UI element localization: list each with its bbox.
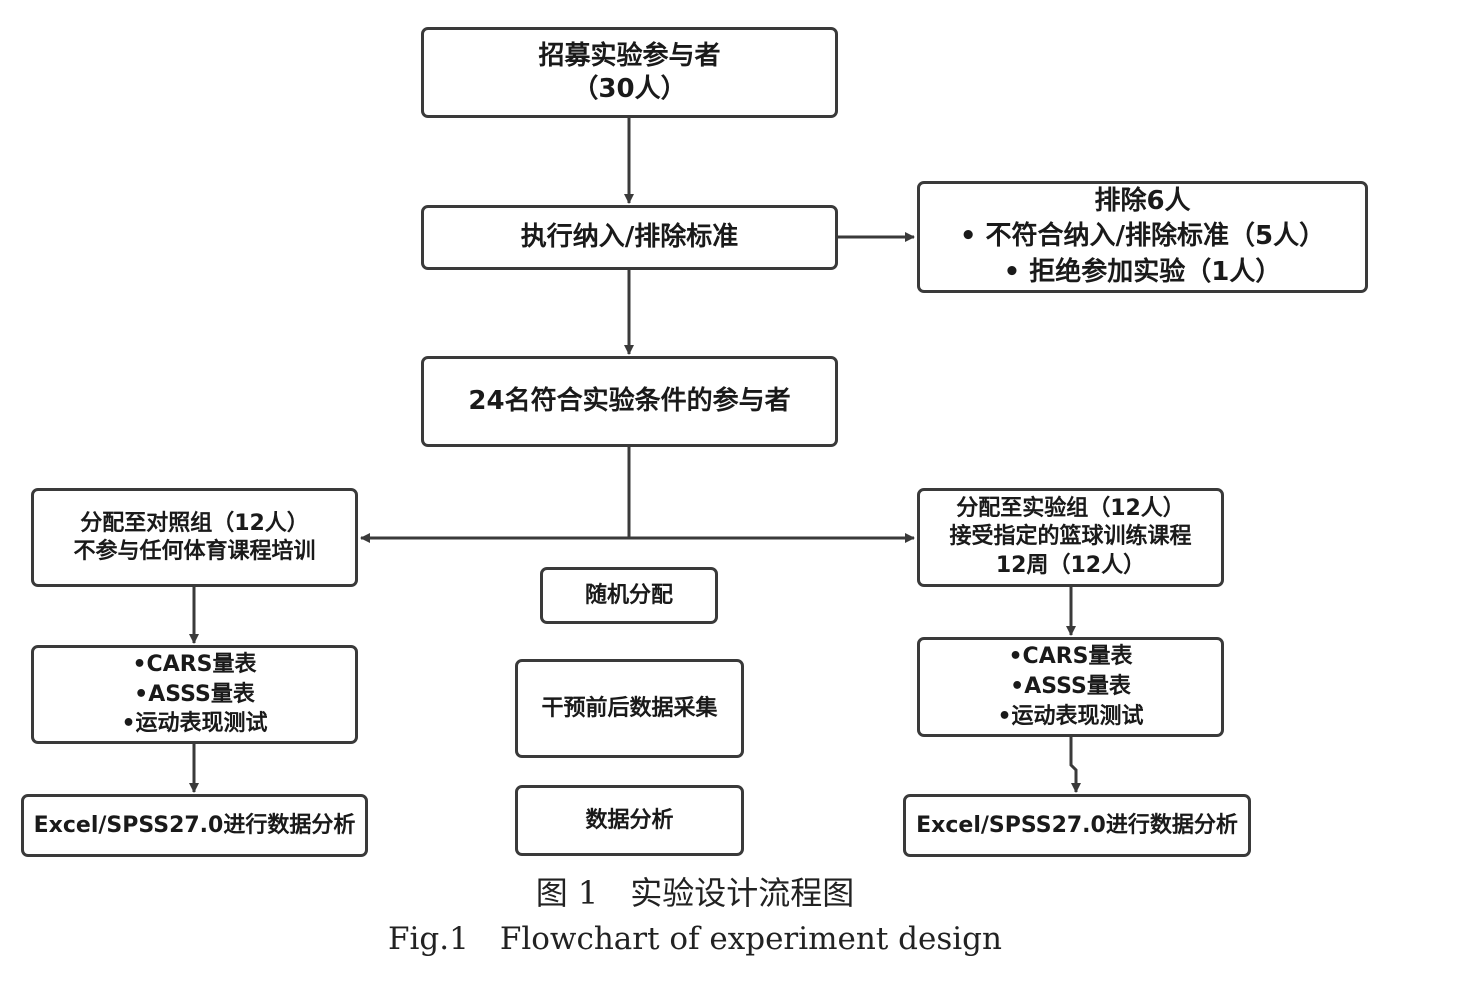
control-group-box: 分配至对照组（12人） 不参与任何体育课程培训 bbox=[31, 488, 358, 587]
experimental-software-label: Excel/SPSS27.0进行数据分析 bbox=[916, 812, 1238, 838]
random-assignment-label: 随机分配 bbox=[584, 582, 673, 608]
criteria-box: 执行纳入/排除标准 bbox=[421, 205, 838, 270]
eligible-box: 24名符合实验条件的参与者 bbox=[421, 356, 838, 447]
experimental-measure-asss: •ASSS量表 bbox=[1010, 674, 1131, 700]
excluded-title: 排除6人 bbox=[1094, 186, 1191, 217]
recruit-box: 招募实验参与者 （30人） bbox=[421, 27, 838, 118]
control-software-label: Excel/SPSS27.0进行数据分析 bbox=[33, 812, 356, 838]
control-measures-box: •CARS量表 •ASSS量表 •运动表现测试 bbox=[31, 645, 358, 744]
experimental-measure-performance: •运动表现测试 bbox=[997, 703, 1144, 729]
figure-caption-en: Fig.1 Flowchart of experiment design bbox=[388, 921, 1002, 957]
criteria-text: 执行纳入/排除标准 bbox=[520, 222, 739, 253]
experimental-group-duration: 12周（12人） bbox=[995, 552, 1146, 578]
experimental-measure-cars: •CARS量表 bbox=[1008, 644, 1133, 670]
random-assignment-box: 随机分配 bbox=[540, 567, 718, 624]
control-measure-asss: •ASSS量表 bbox=[134, 681, 255, 707]
excluded-box: 排除6人 • 不符合纳入/排除标准（5人） • 拒绝参加实验（1人） bbox=[917, 181, 1368, 293]
experimental-measures-box: •CARS量表 •ASSS量表 •运动表现测试 bbox=[917, 637, 1224, 737]
experimental-software-box: Excel/SPSS27.0进行数据分析 bbox=[903, 794, 1251, 857]
experimental-group-desc: 接受指定的篮球训练课程 bbox=[949, 524, 1192, 550]
control-measure-cars: •CARS量表 bbox=[132, 651, 257, 677]
control-software-box: Excel/SPSS27.0进行数据分析 bbox=[21, 794, 368, 857]
recruit-title: 招募实验参与者 bbox=[538, 41, 721, 71]
excluded-reason-criteria: • 不符合纳入/排除标准（5人） bbox=[959, 221, 1326, 252]
experimental-group-title: 分配至实验组（12人） bbox=[956, 495, 1185, 521]
excluded-reason-declined: • 拒绝参加实验（1人） bbox=[1003, 256, 1282, 287]
control-group-desc: 不参与任何体育课程培训 bbox=[73, 538, 316, 564]
experimental-group-box: 分配至实验组（12人） 接受指定的篮球训练课程 12周（12人） bbox=[917, 488, 1224, 587]
recruit-count: （30人） bbox=[572, 73, 687, 104]
data-collection-box: 干预前后数据采集 bbox=[515, 659, 744, 758]
control-measure-performance: •运动表现测试 bbox=[121, 711, 268, 737]
figure-caption-zh: 图 1 实验设计流程图 bbox=[535, 874, 855, 912]
data-collection-label: 干预前后数据采集 bbox=[541, 695, 718, 721]
arrow-exp-measures-to-software bbox=[1069, 737, 1081, 793]
eligible-text: 24名符合实验条件的参与者 bbox=[468, 386, 791, 417]
data-analysis-box: 数据分析 bbox=[515, 785, 744, 856]
control-group-title: 分配至对照组（12人） bbox=[80, 511, 309, 536]
data-analysis-label: 数据分析 bbox=[585, 807, 674, 833]
